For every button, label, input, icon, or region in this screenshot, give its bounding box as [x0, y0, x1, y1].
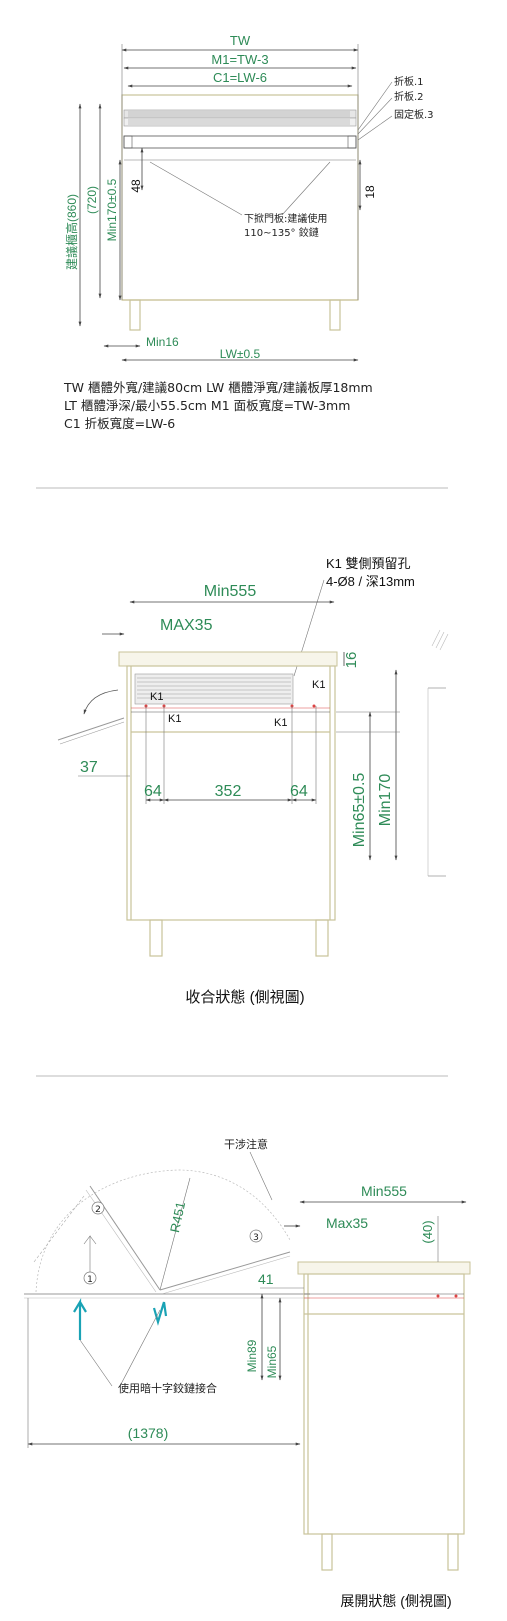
- dim-1378: (1378): [128, 1425, 168, 1441]
- dim-48: 48: [129, 179, 143, 193]
- hinge-note: 使用暗十字鉸鏈接合: [118, 1381, 217, 1395]
- k1-hole-label: K1: [168, 713, 181, 725]
- lw-label: LW±0.5: [220, 347, 261, 361]
- description-line2: LT 櫃體淨深/最小55.5cm M1 面板寬度=TW-3mm: [64, 398, 350, 413]
- open-min65-label: Min65: [265, 1345, 279, 1378]
- panel-marker-label: 1: [87, 1275, 93, 1285]
- closed-max35-label: MAX35: [160, 617, 213, 634]
- panel-marker-label: 3: [253, 1233, 259, 1243]
- min170-label: Min170±0.5: [105, 178, 119, 241]
- interference-note: 干涉注意: [224, 1137, 268, 1151]
- c1-label: C1=LW-6: [213, 70, 267, 85]
- description-line1: TW 櫃體外寬/建議80cm LW 櫃體淨寬/建議板厚18mm: [63, 380, 373, 395]
- dim-41: 41: [258, 1271, 274, 1287]
- height-860-label: 建議櫃高(860): [64, 194, 79, 270]
- k1-note-line1: K1 雙側預留孔: [326, 556, 411, 571]
- closed-min170-label: Min170: [377, 774, 394, 827]
- tw-label: TW: [230, 33, 251, 48]
- k1-note-line2: 4-Ø8 / 深13mm: [326, 574, 415, 589]
- closed-view: K1 雙側預留孔 4-Ø8 / 深13mm Min555 MAX35 K1 K1…: [57, 556, 449, 1006]
- description-line3: C1 折板寬度=LW-6: [64, 416, 175, 431]
- hinge-note-line1: 下掀門板:建議使用: [244, 212, 327, 225]
- closed-min65-label: Min65±0.5: [351, 773, 368, 848]
- countertop: [118, 651, 338, 667]
- open-cabinet-body: [303, 1273, 465, 1535]
- hinge-note-line2: 110~135° 鉸鏈: [244, 226, 319, 239]
- dim-37: 37: [80, 759, 98, 776]
- dim-352: 352: [215, 783, 242, 800]
- k1-hole-label: K1: [274, 717, 287, 729]
- hinge-arrow-icon: [152, 1301, 168, 1326]
- open-countertop: [297, 1261, 471, 1275]
- open-view: 干涉注意 R451 2 3 1: [24, 1137, 471, 1609]
- open-min89-label: Min89: [245, 1339, 259, 1372]
- panel-marker-label: 2: [95, 1205, 101, 1215]
- dim-40: (40): [420, 1220, 435, 1243]
- fold-1-label: 折板.1: [394, 75, 424, 88]
- fold-2-label: 折板.2: [394, 90, 424, 103]
- folded-panels: [134, 673, 294, 705]
- dim-16: 16: [343, 652, 360, 669]
- fixed-panel-3: [123, 135, 357, 149]
- open-min555-label: Min555: [361, 1183, 407, 1199]
- front-view: TW M1=TW-3 C1=LW-6 折板.1 折板.2 固定板.3 建議櫃高(…: [63, 33, 434, 431]
- hinge-arrow-icon: [73, 1298, 87, 1340]
- fixed-3-label: 固定板.3: [394, 108, 434, 121]
- min16-label: Min16: [146, 335, 179, 349]
- m1-label: M1=TW-3: [211, 52, 268, 67]
- panel-marker: [249, 1229, 263, 1243]
- dim-64-left: 64: [144, 783, 162, 800]
- height-720-label: (720): [85, 186, 99, 214]
- closed-caption: 收合狀態 (側視圖): [185, 989, 304, 1006]
- dim-18: 18: [363, 185, 377, 199]
- closed-cabinet-body: [126, 665, 336, 921]
- open-max35-label: Max35: [326, 1215, 368, 1231]
- dim-64-right: 64: [290, 783, 308, 800]
- panel-marker: [91, 1201, 105, 1215]
- r451-label: R451: [167, 1200, 188, 1234]
- open-caption: 展開狀態 (側視圖): [340, 1593, 451, 1609]
- closed-min555-label: Min555: [204, 583, 257, 600]
- k1-hole-label: K1: [312, 679, 325, 691]
- k1-hole-label: K1: [150, 691, 163, 703]
